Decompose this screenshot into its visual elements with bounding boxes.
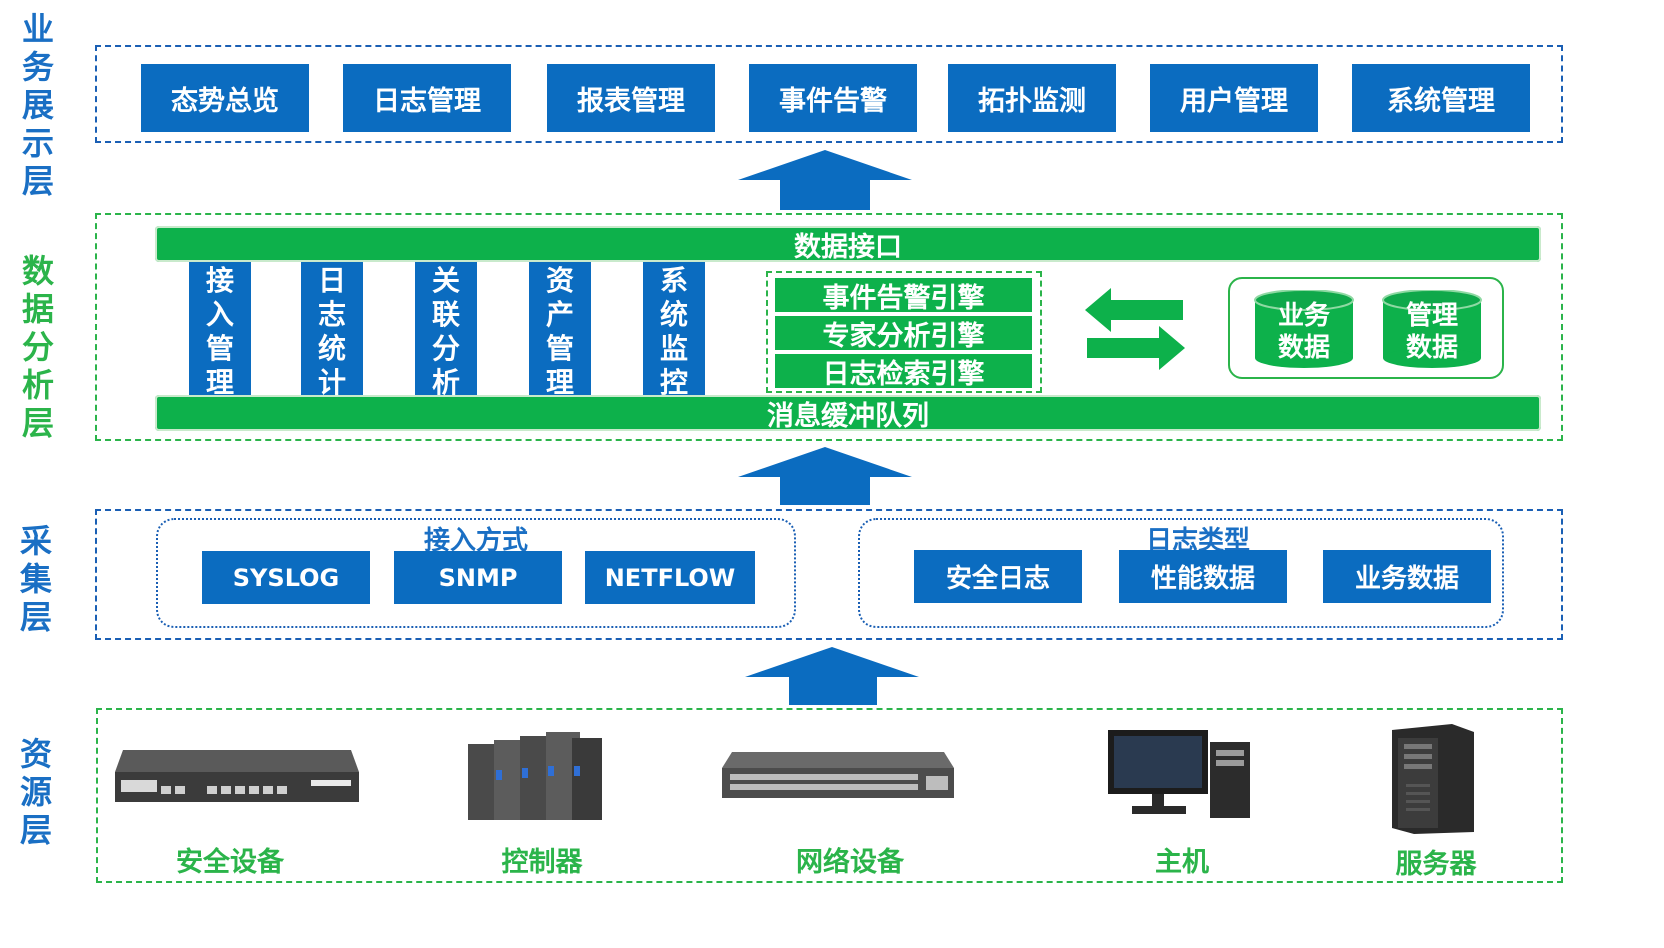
log-type-performance[interactable]: 性能数据 xyxy=(1119,550,1287,603)
collection-layer-panel xyxy=(95,509,1563,640)
display-module-user-management[interactable]: 用户管理 xyxy=(1150,64,1318,132)
display-module-event-alarm[interactable]: 事件告警 xyxy=(749,64,917,132)
display-module-system-management[interactable]: 系统管理 xyxy=(1352,64,1530,132)
module-correlation-analysis[interactable]: 关 联 分 析 xyxy=(415,262,477,399)
resource-layer-panel xyxy=(96,708,1563,883)
security-device-icon xyxy=(115,750,359,802)
resource-host: 主机 xyxy=(1155,847,1209,878)
module-system-monitoring[interactable]: 系 统 监 控 xyxy=(643,262,705,399)
analysis-layer-panel xyxy=(95,213,1563,441)
module-log-statistics[interactable]: 日 志 统 计 xyxy=(301,262,363,399)
resource-security-device: 安全设备 xyxy=(176,847,284,878)
engine-expert-analysis[interactable]: 专家分析引擎 xyxy=(775,316,1032,352)
display-module-situation[interactable]: 态势总览 xyxy=(141,64,309,132)
message-queue-bar[interactable]: 消息缓冲队列 xyxy=(155,395,1541,432)
resource-network-device: 网络设备 xyxy=(796,847,904,878)
database-business-data: 业务 数据 xyxy=(1277,301,1330,363)
log-type-business[interactable]: 业务数据 xyxy=(1323,550,1491,603)
resource-server: 服务器 xyxy=(1395,849,1477,880)
up-arrow-icon xyxy=(738,150,912,210)
engine-group xyxy=(766,271,1042,393)
database-icon xyxy=(1254,290,1354,368)
up-arrow-icon xyxy=(745,647,919,705)
module-asset-management[interactable]: 资 产 管 理 xyxy=(529,262,591,399)
log-type-security[interactable]: 安全日志 xyxy=(914,550,1082,603)
database-group xyxy=(1228,277,1504,379)
resource-layer-label: 资 源 层 xyxy=(19,735,52,849)
database-management-data: 管理 数据 xyxy=(1405,301,1458,363)
database-icon xyxy=(1382,290,1482,368)
data-interface-bar[interactable]: 数据接口 xyxy=(155,226,1541,263)
display-module-report-management[interactable]: 报表管理 xyxy=(547,64,715,132)
display-module-log-management[interactable]: 日志管理 xyxy=(343,64,511,132)
display-module-topology[interactable]: 拓扑监测 xyxy=(948,64,1116,132)
access-method-group xyxy=(156,518,796,628)
exchange-arrows-icon xyxy=(1085,288,1185,370)
access-netflow[interactable]: NETFLOW xyxy=(585,551,755,604)
engine-event-alarm[interactable]: 事件告警引擎 xyxy=(775,278,1032,314)
analysis-layer-label: 数 据 分 析 层 xyxy=(21,252,54,442)
network-switch-icon xyxy=(722,752,954,798)
display-layer-label: 业 务 展 示 层 xyxy=(21,10,54,200)
resource-controller: 控制器 xyxy=(501,847,583,878)
module-access-management[interactable]: 接 入 管 理 xyxy=(189,262,251,399)
controller-icon xyxy=(468,732,602,820)
log-type-group xyxy=(858,518,1504,628)
up-arrow-icon xyxy=(738,447,912,505)
display-layer-panel: 态势总览 日志管理 报表管理 事件告警 拓扑监测 用户管理 系统管理 xyxy=(95,45,1563,143)
engine-log-search[interactable]: 日志检索引擎 xyxy=(775,354,1032,390)
collection-layer-label: 采 集 层 xyxy=(19,522,52,636)
server-tower-icon xyxy=(1392,724,1474,834)
host-computer-icon xyxy=(1108,730,1250,818)
access-snmp[interactable]: SNMP xyxy=(394,551,562,604)
access-syslog[interactable]: SYSLOG xyxy=(202,551,370,604)
